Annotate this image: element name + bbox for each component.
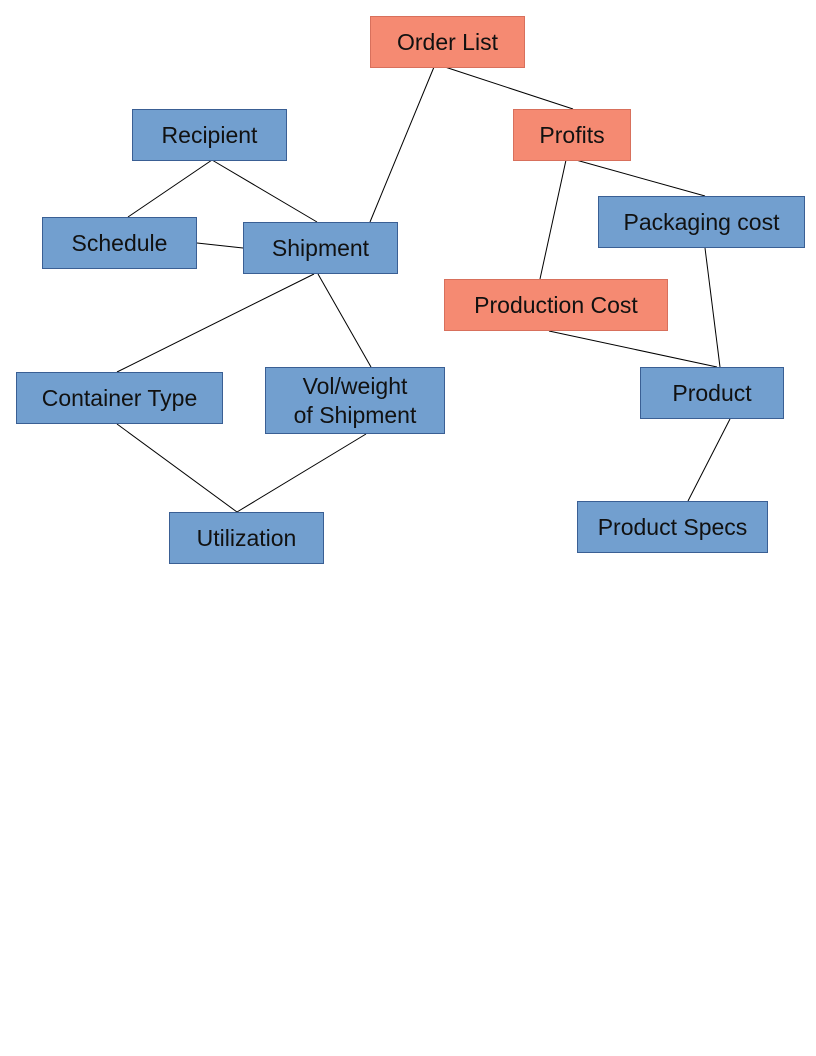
- utilization-node: Utilization: [169, 512, 324, 564]
- product-node: Product: [640, 367, 784, 419]
- packaging-cost-node: Packaging cost: [598, 196, 805, 248]
- schedule-label: Schedule: [71, 229, 168, 256]
- connector-recipient-to-schedule: [127, 159, 213, 218]
- production-cost-node: Production Cost: [444, 279, 668, 331]
- profits-node: Profits: [513, 109, 631, 161]
- connector-shipment-to-container-type: [116, 273, 315, 373]
- shipment-label: Shipment: [271, 234, 370, 261]
- packaging-cost-label: Packaging cost: [623, 208, 780, 235]
- product-label: Product: [672, 379, 752, 406]
- order-list-node: Order List: [370, 16, 525, 68]
- connector-profits-to-packaging-cost: [575, 159, 706, 197]
- product-specs-label: Product Specs: [597, 513, 748, 540]
- recipient-label: Recipient: [161, 121, 258, 148]
- container-type-label: Container Type: [41, 384, 198, 411]
- schedule-node: Schedule: [42, 217, 197, 269]
- production-cost-label: Production Cost: [474, 291, 638, 318]
- connector-order-list-to-profits: [444, 66, 574, 110]
- connector-vol-weight-to-utilization: [236, 433, 367, 513]
- connector-profits-to-production-cost: [539, 159, 567, 280]
- connector-packaging-cost-to-product: [704, 247, 721, 368]
- connector-product-to-product-specs: [687, 418, 731, 502]
- connector-shipment-to-vol-weight: [317, 273, 372, 368]
- utilization-label: Utilization: [196, 524, 297, 551]
- connector-schedule-to-shipment: [196, 242, 244, 249]
- vol-weight-label: Vol/weight of Shipment: [293, 372, 417, 428]
- shipment-node: Shipment: [243, 222, 398, 274]
- order-list-label: Order List: [397, 28, 498, 55]
- connector-order-list-to-shipment: [369, 66, 435, 223]
- product-specs-node: Product Specs: [577, 501, 768, 553]
- connector-recipient-to-shipment: [211, 159, 318, 223]
- profits-label: Profits: [539, 121, 605, 148]
- connector-production-cost-to-product: [548, 330, 718, 368]
- connector-container-type-to-utilization: [116, 423, 238, 513]
- vol-weight-node: Vol/weight of Shipment: [265, 367, 445, 434]
- container-type-node: Container Type: [16, 372, 223, 424]
- recipient-node: Recipient: [132, 109, 287, 161]
